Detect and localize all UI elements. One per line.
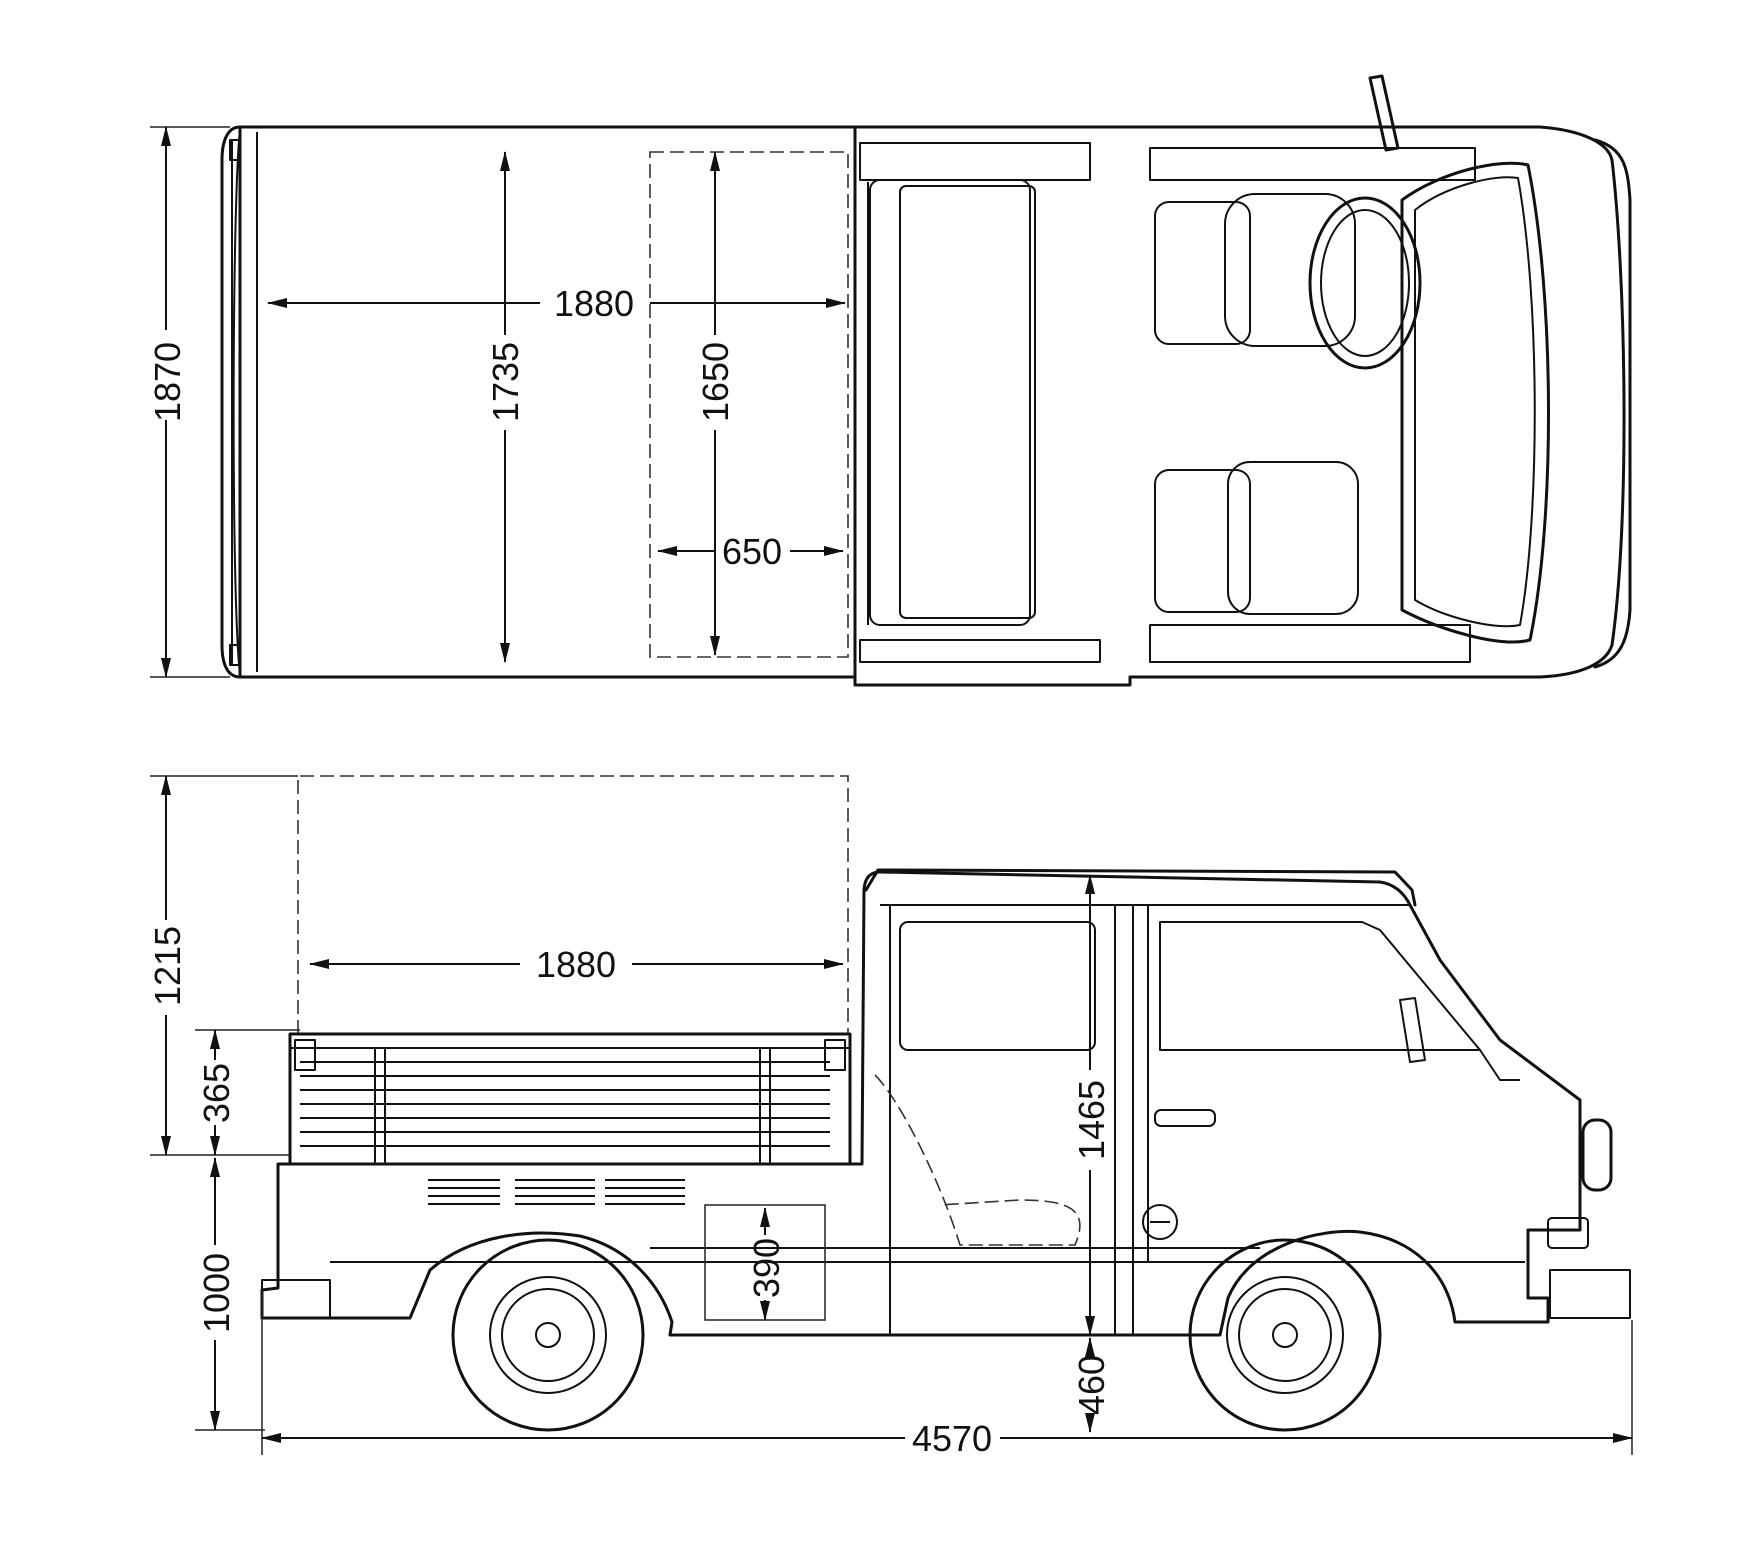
- load-envelope-outline: [297, 775, 849, 1034]
- dim-overall-width: 1870: [147, 342, 188, 422]
- top-view: 1870 1735 1880 1650 650: [140, 74, 1632, 687]
- side-mirror: [1368, 74, 1400, 152]
- front-wheel: [1188, 1238, 1382, 1432]
- dim-bed-floor-height: 1000: [196, 1253, 237, 1333]
- dim-arch-length: 650: [722, 531, 782, 572]
- side-dimensions: 1215 1880 365 1000 1465 390: [147, 775, 1633, 1459]
- dim-load-height: 1215: [147, 926, 188, 1006]
- dim-overall-height: 1465: [1071, 1080, 1112, 1160]
- rear-bench-seat: [869, 179, 1031, 626]
- front-window: [1159, 921, 1481, 1051]
- headlight: [1581, 1118, 1613, 1192]
- dim-side-bed-length: 1880: [536, 944, 616, 985]
- side-vents: [428, 1179, 685, 1205]
- side-mirror-side: [1399, 997, 1426, 1063]
- fuel-cap: [1142, 1204, 1178, 1240]
- dim-side-wall-height: 365: [196, 1063, 237, 1123]
- windshield: [1400, 161, 1550, 644]
- dim-wheel-arch-height: 390: [746, 1238, 787, 1298]
- side-lower-body: [260, 870, 1631, 1337]
- rear-window: [899, 921, 1096, 1051]
- side-bed: [288, 1032, 852, 1166]
- rear-wheel: [451, 1238, 645, 1432]
- dim-top-bed-length: 1880: [554, 283, 634, 324]
- door-handle: [1154, 1109, 1216, 1127]
- indicator-light: [1547, 1217, 1589, 1249]
- dim-ground-clearance: 460: [1071, 1355, 1112, 1415]
- top-bed: [220, 125, 857, 679]
- dim-bed-inner-width: 1735: [485, 342, 526, 422]
- top-cab: [853, 74, 1632, 687]
- side-view: 1215 1880 365 1000 1465 390: [147, 775, 1633, 1459]
- dim-between-arches: 1650: [695, 342, 736, 422]
- passenger-seat: [1154, 469, 1251, 613]
- top-wheel-arch-outline: [649, 151, 849, 658]
- steering-wheel-icon: [1308, 196, 1422, 370]
- side-cab: [864, 868, 1613, 1335]
- dim-overall-length: 4570: [912, 1418, 992, 1459]
- top-dimensions: 1870 1735 1880 1650 650: [140, 126, 846, 678]
- driver-seat: [1154, 201, 1251, 345]
